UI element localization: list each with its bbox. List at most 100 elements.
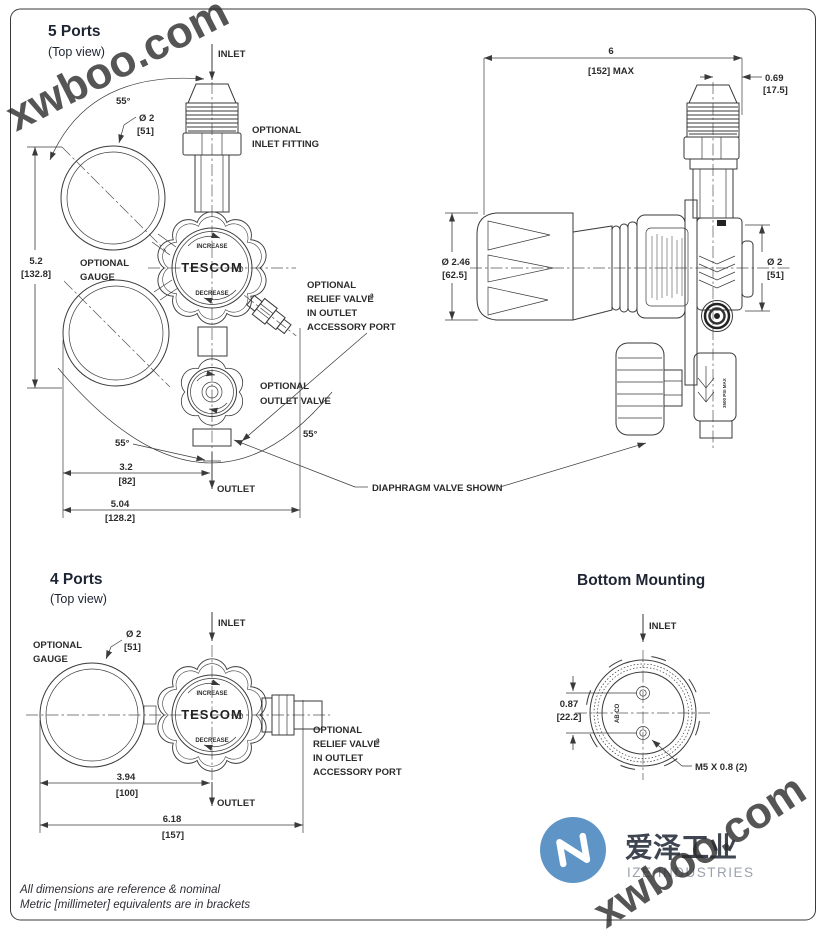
logo-n-icon [556,832,591,868]
relief-label-4: ACCESSORY PORT [307,322,396,333]
four-ports-title: 4 Ports [50,571,103,588]
relief-valve-fitting [244,294,297,337]
bm-dim-in: 0.87 [560,699,579,710]
inlet-label: INLET [218,49,246,60]
outlet-label: OUTLET [217,484,255,495]
dim-width: 6 [152] MAX [483,46,743,215]
dim-w2-mm: [128.2] [105,513,135,524]
decrease-arrow [203,289,237,304]
angle-leg-left [132,443,206,462]
fp-gauge [39,662,157,768]
page-border [10,8,816,921]
gauge-bottom [62,279,179,387]
dim-w2: 5.04 [128.2] [63,499,300,524]
port-threads [698,255,736,289]
dim-offset-in: 0.69 [765,73,784,84]
bm-title: Bottom Mounting [577,572,705,589]
side-handwheel [476,212,638,321]
footnote: All dimensions are reference & nominal M… [19,884,250,911]
knob-increase-label: INCREASE [196,244,227,250]
side-view: 6 [152] MAX 0.69 [17.5] [441,46,790,450]
dim-offset-mm: [17.5] [763,85,788,96]
fp-dim-w1: 3.94 [100] [40,772,210,799]
fp-knob-decrease: DECREASE [195,738,228,744]
dim-body-in: Ø 2 [767,257,782,268]
side-inlet-fitting [683,84,740,219]
optional-gauge-label-2: GAUGE [80,272,115,283]
fp-relief-sup: 3 [376,738,380,745]
five-ports-subtitle: (Top view) [48,45,105,59]
optional-gauge-label-1: OPTIONAL [80,258,129,269]
knob-decrease-label: DECREASE [195,291,228,297]
footnote-line1: All dimensions are reference & nominal [19,884,221,896]
fp-gauge-dia: Ø 2 [126,629,141,640]
fp-dim-w2-in: 6.18 [163,814,182,825]
bm-thread-leader [651,739,692,767]
bm-thread-note: M5 X 0.8 (2) [695,762,747,773]
gauge-dia-leader [118,116,137,144]
fp-relief-fitting [261,694,323,736]
fp-gauge-dia-mm: [51] [124,642,141,653]
dim-knob-dia: Ø 2.46 [62.5] [441,212,478,321]
relief-label-1: OPTIONAL [307,280,356,291]
angle-top-label: 55° [116,96,131,107]
gauge1-centerline [61,146,167,252]
footnote-line2: Metric [millimeter] equivalents are in b… [20,899,250,911]
inlet-fitting-label-1: OPTIONAL [252,125,301,136]
dim-w2-in: 5.04 [111,499,130,510]
diaphragm-leader-right [499,442,647,488]
fp-knob-increase: INCREASE [196,691,227,697]
dim-height-in: 5.2 [29,256,42,267]
dim-knob-mm: [62.5] [442,270,467,281]
watermark-bottom-right: xwboo.com [585,764,815,931]
diaphragm-note: DIAPHRAGM VALVE SHOWN [372,483,503,494]
dim-width-in: 6 [608,46,613,57]
dim-height: 5.2 [132.8] [21,146,62,389]
relief-label-2: RELIEF VALVE [307,294,374,305]
angle-arc-top [49,75,205,161]
dim-knob-in: Ø 2.46 [441,257,470,268]
fp-relief-1: OPTIONAL [313,725,362,736]
bm-dim-mm: [22.2] [557,712,582,723]
fp-gauge-dia-leader [105,639,123,660]
dim-width-mm: [152] MAX [588,66,635,77]
logo-cn-text: 爱泽工业 [625,832,737,863]
gauge-dia-mm: [51] [137,126,154,137]
outlet-valve-label-1: OPTIONAL [260,381,309,392]
five-ports-view: 5 Ports (Top view) INLET OPTIONAL INLET … [21,23,647,524]
fp-optional-gauge-2: GAUGE [33,654,68,665]
logo: 爱泽工业 IZE INDUSTRIES [540,817,755,883]
four-ports-view: 4 Ports (Top view) INLET OPTIONAL GAUGE … [26,571,402,841]
body-mark [717,220,726,226]
fp-outlet-label: OUTLET [217,798,255,809]
four-ports-subtitle: (Top view) [50,592,107,606]
registered-mark-icon [236,265,244,273]
angle-left-label: 55° [115,438,130,449]
relief-label-3: IN OUTLET [307,308,357,319]
side-body [636,199,754,386]
outlet-valve-neck [197,326,228,357]
fp-regulator-knob: INCREASE TESCOM DECREASE [157,658,267,772]
fp-relief-2: RELIEF VALVE [313,739,380,750]
angle-arc-bottom [57,367,333,464]
regulator-knob: INCREASE TESCOM DECREASE [157,211,267,325]
fp-knob-brand: TESCOM [181,707,243,722]
diaphragm-leader-left [233,439,356,488]
side-diaphragm-valve: 3500 PSI MAX [615,342,737,439]
fp-optional-gauge-1: OPTIONAL [33,640,82,651]
outlet-valve-base [192,428,232,447]
gauge-dia: Ø 2 [139,113,154,124]
valve-marking: 3500 PSI MAX [722,378,727,408]
increase-arrow [187,232,221,247]
logo-en-text: IZE INDUSTRIES [627,865,755,880]
outlet-valve-label-2: OUTLET VALVE [260,396,331,407]
dim-w1-mm: [82] [119,476,136,487]
fp-registered-mark-icon [236,712,244,720]
dim-height-mm: [132.8] [21,269,51,280]
bottom-mounting-view: Bottom Mounting INLET AB CO 0.87 [22.2] [557,572,747,780]
inlet-fitting-label-2: INLET FITTING [252,139,319,150]
watermark-top-left: xwboo.com [0,0,236,141]
dim-offset: 0.69 [17.5] [700,73,788,96]
